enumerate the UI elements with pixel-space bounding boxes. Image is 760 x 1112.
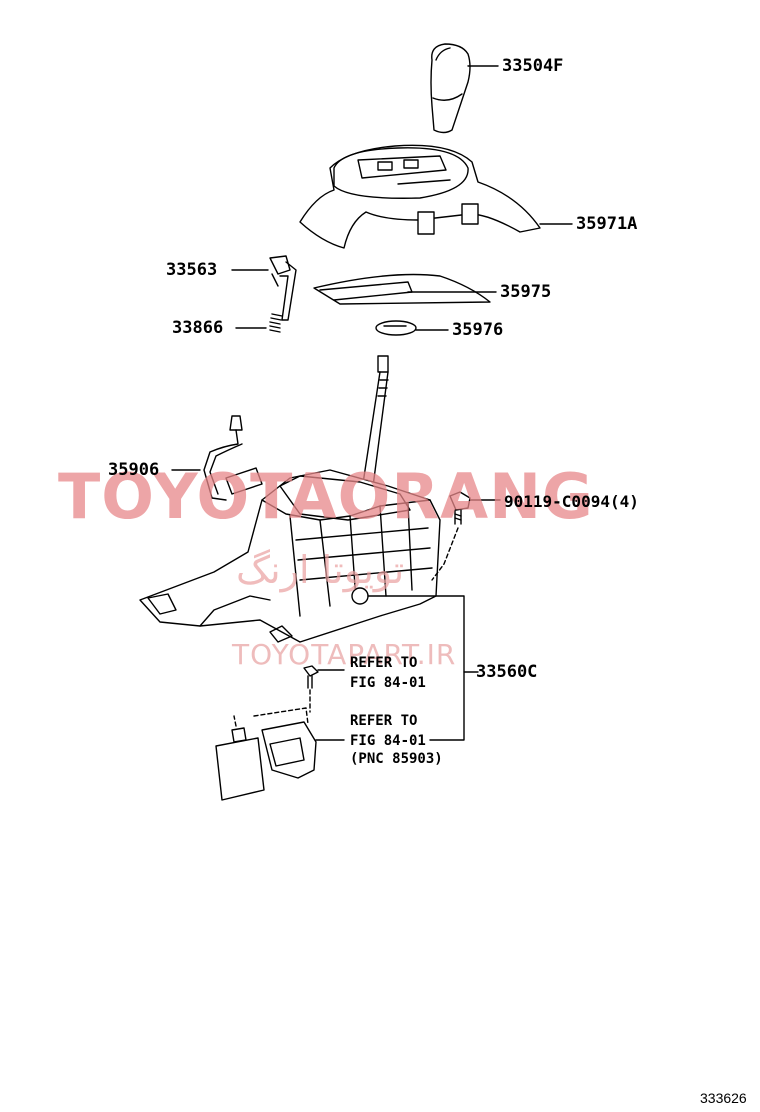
watermark-url: TOYOTAPART.IR — [232, 638, 457, 671]
callout-33504F: 33504F — [502, 56, 564, 76]
shift-button-drawing — [269, 255, 297, 321]
shift-knob-drawing — [430, 43, 471, 134]
callout-35971A: 35971A — [576, 214, 638, 234]
callout-33563: 33563 — [166, 260, 218, 280]
reference-note-2-line3: (PNC 85903) — [350, 751, 443, 767]
reference-note-2-line2: FIG 84-01 — [350, 733, 426, 749]
reference-note-2-line1: REFER TO — [350, 713, 418, 729]
leader-assembly — [367, 595, 465, 741]
spring-drawing — [269, 313, 283, 333]
watermark-brand: TOYOTAORANG — [58, 460, 594, 533]
bolt-drawing — [431, 491, 471, 581]
callout-33866: 33866 — [172, 318, 224, 338]
shift-lever-drawing — [361, 355, 389, 495]
solenoid-drawing — [215, 707, 317, 801]
callout-35976: 35976 — [452, 320, 504, 340]
shift-base-drawing — [139, 469, 441, 643]
watermark-persian: تویوتا ارنگ — [236, 548, 405, 592]
callout-33560C: 33560C — [476, 662, 538, 682]
indicator-lens-drawing — [375, 320, 417, 336]
callout-35906: 35906 — [108, 460, 160, 480]
indicator-plate-drawing — [313, 273, 491, 305]
figure-id: 333626 — [700, 1090, 747, 1106]
callout-90119-C0094: 90119-C0094(4) — [504, 492, 639, 511]
screw-drawing — [303, 665, 319, 713]
shift-housing-drawing — [299, 144, 541, 249]
callout-35975: 35975 — [500, 282, 552, 302]
wire-harness-drawing — [203, 415, 263, 501]
reference-note-1-line2: FIG 84-01 — [350, 675, 426, 691]
reference-note-1-line1: REFER TO — [350, 655, 418, 671]
